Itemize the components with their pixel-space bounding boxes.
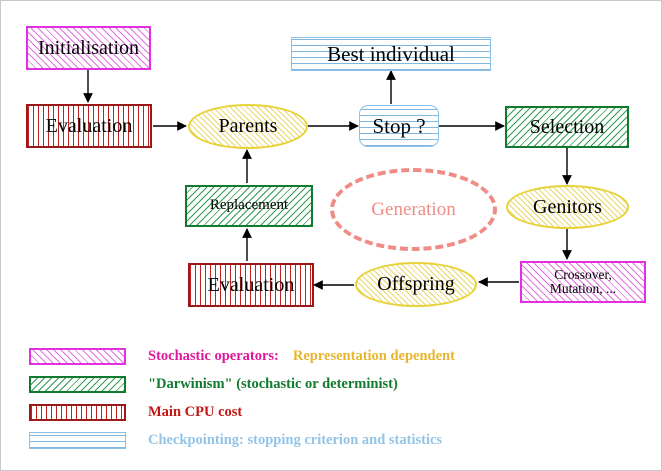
node-generation: Generation [330,168,497,251]
legend-text-stochastic-operators: Stochastic operators: Representation depe… [148,348,455,365]
legend-label-representation-dependent: Representation dependent [292,348,455,364]
node-genitors[interactable]: Genitors [506,185,629,229]
legend-text-darwinism: "Darwinism" (stochastic or determinist) [148,376,398,393]
legend-text-main-cpu-cost: Main CPU cost [148,404,242,421]
legend-label-stochastic-operators: Stochastic operators: [148,348,279,364]
legend-row-darwinism: "Darwinism" (stochastic or determinist) [29,376,398,393]
node-parents-label: Parents [218,115,278,137]
node-evaluation-top[interactable]: Evaluation [26,104,152,148]
node-evaluation-bottom[interactable]: Evaluation [188,263,314,307]
node-evaluation-bottom-label: Evaluation [207,273,295,296]
node-initialisation-label: Initialisation [37,36,140,59]
node-crossover-mutation[interactable]: Crossover, Mutation, ... [520,261,646,303]
legend-label-checkpointing: Checkpointing: stopping criterion and st… [148,432,443,448]
node-stop[interactable]: Stop ? [359,105,439,147]
node-parents[interactable]: Parents [188,104,308,149]
node-selection[interactable]: Selection [505,106,629,148]
legend-row-main-cpu-cost: Main CPU cost [29,404,242,421]
node-offspring-label: Offspring [377,273,455,295]
legend-swatch-magenta-diagonal-hatch [29,348,126,365]
node-best-individual-label: Best individual [327,41,455,66]
node-generation-label: Generation [371,198,456,220]
node-initialisation[interactable]: Initialisation [26,26,151,70]
legend-row-stochastic-operators: Stochastic operators: Representation depe… [29,348,455,365]
node-best-individual[interactable]: Best individual [291,37,491,71]
node-crossover-mutation-label: Crossover, Mutation, ... [549,266,617,296]
node-genitors-label: Genitors [533,195,602,218]
node-replacement[interactable]: Replacement [185,185,313,227]
node-stop-label: Stop ? [372,113,426,138]
node-replacement-label: Replacement [209,197,289,214]
node-evaluation-top-label: Evaluation [45,114,133,137]
legend-swatch-red-vertical-hatch [29,404,126,421]
legend-label-main-cpu-cost: Main CPU cost [148,404,243,420]
node-selection-label: Selection [529,115,605,138]
node-offspring[interactable]: Offspring [355,262,477,307]
legend-swatch-green-diagonal-hatch [29,376,126,393]
legend-label-darwinism: "Darwinism" (stochastic or determinist) [148,376,398,392]
legend-swatch-blue-horizontal-hatch [29,432,126,449]
legend-text-checkpointing: Checkpointing: stopping criterion and st… [148,432,442,449]
legend-row-checkpointing: Checkpointing: stopping criterion and st… [29,432,442,449]
